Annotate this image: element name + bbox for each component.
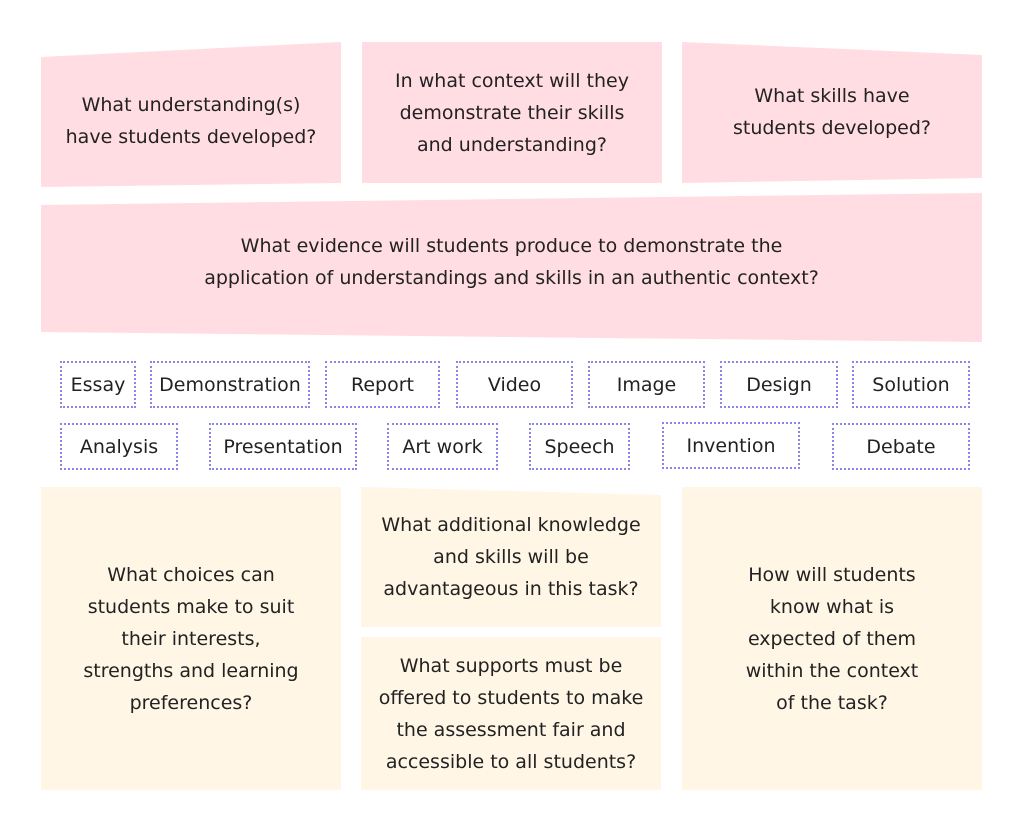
tag-debate: Debate [832,423,970,470]
evidence-box: What evidence will students produce to d… [41,193,982,342]
tag-label: Presentation [223,435,343,458]
tag-presentation: Presentation [209,423,357,470]
tag-essay: Essay [60,361,136,408]
tag-solution: Solution [852,361,970,408]
additional-knowledge-text: What additional knowledge and skills wil… [381,514,641,600]
skills-text: What skills have students developed? [732,85,932,139]
tag-label: Analysis [79,435,159,458]
tag-label: Video [487,373,542,396]
evidence-text: What evidence will students produce to d… [204,234,819,289]
tag-design: Design [720,361,838,408]
choices-text: What choices can students make to suit t… [83,563,299,714]
supports-text: What supports must be offered to student… [378,654,644,773]
understandings-text: What understanding(s) have students deve… [65,93,317,148]
tag-image: Image [588,361,705,408]
expectations-box: How will students know what is expected … [682,487,982,790]
tag-label: Essay [70,373,126,396]
context-text: In what context will they demonstrate th… [395,69,629,156]
additional-knowledge-box: What additional knowledge and skills wil… [361,487,661,627]
tag-demonstration: Demonstration [150,361,310,408]
tag-video: Video [456,361,573,408]
expectations-text: How will students know what is expected … [745,563,919,714]
tag-report: Report [325,361,440,408]
context-box: In what context will they demonstrate th… [362,42,662,183]
choices-box: What choices can students make to suit t… [41,487,341,790]
tag-label: Solution [872,373,950,396]
tag-label: Speech [544,435,615,458]
tag-label: Demonstration [159,373,301,396]
tag-label: Image [616,373,677,396]
tag-analysis: Analysis [60,423,178,470]
tag-art-work: Art work [387,423,498,470]
tag-label: Art work [402,435,483,458]
supports-box: What supports must be offered to student… [361,637,661,790]
understandings-box: What understanding(s) have students deve… [41,42,341,187]
tag-invention: Invention [662,422,800,469]
tag-label: Debate [866,435,936,458]
tag-label: Report [351,373,414,396]
skills-box: What skills have students developed? [682,42,982,183]
tag-label: Invention [686,434,776,457]
tag-label: Design [746,373,812,396]
tag-speech: Speech [529,423,630,470]
